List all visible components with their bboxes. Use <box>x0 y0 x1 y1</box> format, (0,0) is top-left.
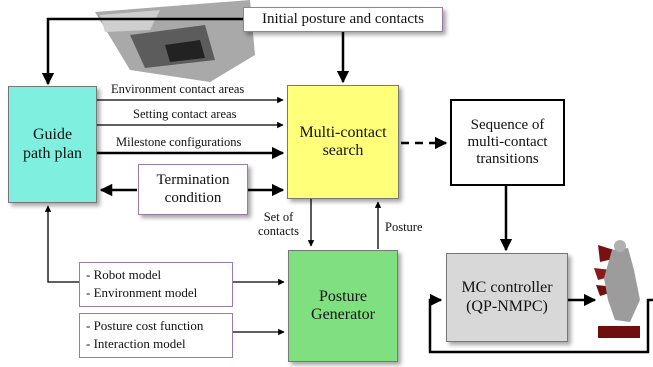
label-posture: Posture <box>385 220 423 234</box>
posture-generator-box: Posture Generator <box>288 250 398 362</box>
model-list-item-robot: - Robot model <box>86 267 162 282</box>
robot-environment-model-list: - Robot model - Environment model <box>79 262 233 307</box>
mc-controller-box: MC controller (QP-NMPC) <box>446 253 568 342</box>
cost-list-item-interaction: - Interaction model <box>86 335 186 351</box>
cost-interaction-list: - Posture cost function - Interaction mo… <box>79 313 233 358</box>
label-set-of-contacts: Set of contacts <box>258 210 299 239</box>
sequence-transitions-box: Sequence of multi-contact transitions <box>450 99 565 186</box>
arrow-initial-to-guide <box>41 17 243 86</box>
guide-path-plan-box: Guide path plan <box>8 86 97 203</box>
arrow-models-to-guide <box>44 205 79 283</box>
termination-condition-box: Termination condition <box>138 164 248 215</box>
initial-posture-box: Initial posture and contacts <box>243 7 443 32</box>
label-setting-contact-areas: Setting contact areas <box>133 107 237 121</box>
arrow-feedback-loop <box>428 293 653 354</box>
label-environment-contact-areas: Environment contact areas <box>111 82 245 96</box>
cost-list-item-posture-cost: - Posture cost function <box>86 318 204 333</box>
label-milestone-configurations: Milestone configurations <box>116 135 242 149</box>
multi-contact-search-box: Multi-contact search <box>287 85 399 199</box>
model-list-item-environment: - Environment model <box>86 284 198 300</box>
